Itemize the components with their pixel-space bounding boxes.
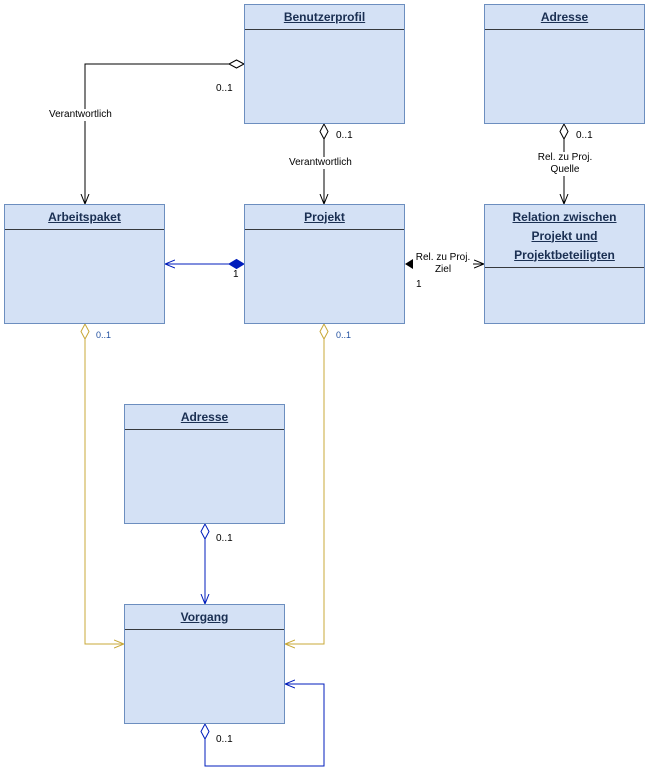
class-title: Adresse — [180, 409, 229, 424]
multiplicity-vorgang-self: 0..1 — [216, 734, 233, 745]
class-benutzerprofil[interactable]: Benutzerprofil — [244, 4, 405, 124]
class-arbeitspaket[interactable]: Arbeitspaket — [4, 204, 165, 324]
class-title: Projekt — [304, 209, 345, 224]
class-title: Relation zwischen Projekt und Projektbet… — [512, 209, 617, 262]
edge-benutzerprofil-arbeitspaket — [85, 59, 246, 204]
edge-adresse-vorgang — [200, 522, 210, 604]
edge-label-verantwortlich-mid: Verantwortlich — [289, 157, 352, 169]
multiplicity-projekt-vorgang: 0..1 — [336, 330, 352, 340]
multiplicity-adresse-top: 0..1 — [576, 130, 593, 141]
class-projekt[interactable]: Projekt — [244, 204, 405, 324]
class-relation[interactable]: Relation zwischen Projekt und Projektbet… — [484, 204, 645, 324]
class-vorgang[interactable]: Vorgang — [124, 604, 285, 724]
multiplicity-arbeitspaket-vorgang: 0..1 — [96, 330, 112, 340]
class-adresse-top[interactable]: Adresse — [484, 4, 645, 124]
edge-projekt-arbeitspaket — [165, 258, 245, 270]
multiplicity-projekt-arbeitspaket: 1 — [233, 269, 239, 280]
class-title: Adresse — [540, 9, 589, 24]
class-title: Benutzerprofil — [283, 9, 366, 24]
edge-vorgang-self — [200, 684, 325, 767]
multiplicity-adresse-vorgang: 0..1 — [216, 533, 233, 544]
multiplicity-benutzer-left: 0..1 — [216, 83, 233, 94]
multiplicity-benutzer-bottom: 0..1 — [336, 130, 353, 141]
edge-label-rel-ziel: Rel. zu Proj. Ziel — [413, 252, 473, 276]
edge-benutzerprofil-projekt — [319, 122, 329, 204]
edge-projekt-vorgang — [285, 322, 329, 644]
edge-arbeitspaket-vorgang — [80, 322, 124, 644]
class-title: Vorgang — [180, 609, 229, 624]
multiplicity-projekt-relation: 1 — [416, 279, 422, 290]
edge-label-rel-quelle: Rel. zu Proj. Quelle — [534, 152, 596, 176]
class-title: Arbeitspaket — [48, 209, 121, 224]
class-adresse-mid[interactable]: Adresse — [124, 404, 285, 524]
edge-label-verantwortlich-left: Verantwortlich — [49, 109, 112, 121]
